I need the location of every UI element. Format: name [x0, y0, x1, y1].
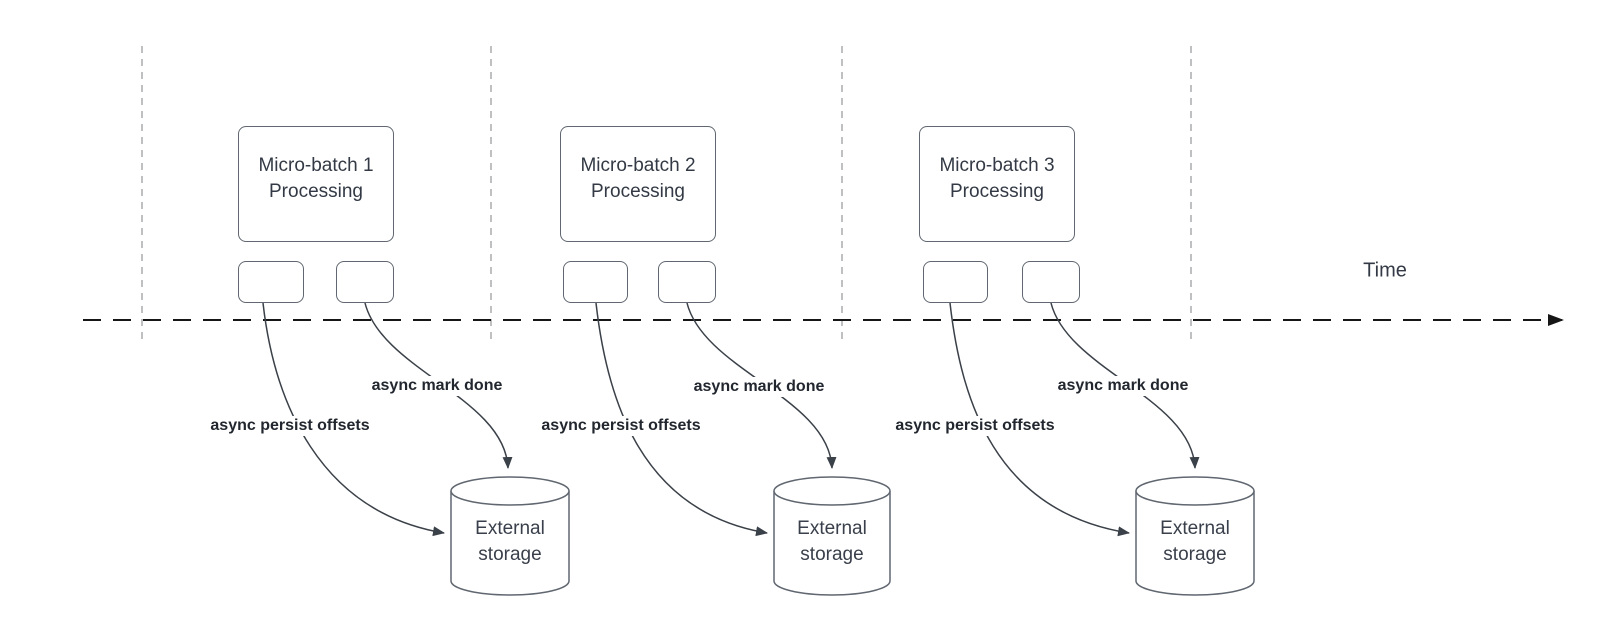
micro-batch-1-box: Micro-batch 1 Processing: [238, 126, 394, 242]
mark-done-task-box-3: [1022, 261, 1080, 303]
storage-label-line1: External: [475, 518, 545, 539]
offsets-task-box-3: [923, 261, 988, 303]
micro-batch-2-box: Micro-batch 2 Processing: [560, 126, 716, 242]
micro-batch-1-label-line1: Micro-batch 1: [258, 155, 374, 176]
persist-offsets-connector-3: [949, 302, 1130, 537]
cylinder-body: [773, 491, 891, 596]
external-storage-label-2: External storage: [797, 516, 867, 568]
storage-label-line2: storage: [478, 544, 542, 565]
storage-label-line2: storage: [1163, 544, 1227, 565]
persist-offsets-label-3: async persist offsets: [891, 416, 1059, 436]
storage-label-line2: storage: [800, 544, 864, 565]
persist-offsets-label-1: async persist offsets: [206, 416, 374, 436]
persist-offsets-connector-2: [595, 302, 768, 537]
micro-batch-3-label-line2: Processing: [950, 181, 1044, 202]
external-storage-cylinder-2: [773, 476, 891, 596]
persist-offsets-label-2: async persist offsets: [537, 416, 705, 436]
cylinder-body: [450, 491, 570, 596]
persist-offsets-connector-1: [262, 302, 445, 537]
storage-label-line1: External: [797, 518, 867, 539]
offsets-task-box-1: [238, 261, 304, 303]
micro-batch-3-label-line1: Micro-batch 3: [939, 155, 1055, 176]
external-storage-label-1: External storage: [475, 516, 545, 568]
micro-batch-3-box: Micro-batch 3 Processing: [919, 126, 1075, 242]
mark-done-label-1: async mark done: [367, 376, 507, 396]
mark-done-task-box-1: [336, 261, 394, 303]
cylinder-top: [773, 476, 891, 506]
offsets-task-box-2: [563, 261, 628, 303]
cylinder-top: [1135, 476, 1255, 506]
micro-batch-1-label-line2: Processing: [269, 181, 363, 202]
time-axis-label: Time: [1363, 259, 1407, 282]
mark-done-task-box-2: [658, 261, 716, 303]
micro-batch-2-label-line2: Processing: [591, 181, 685, 202]
cylinder-top: [450, 476, 570, 506]
cylinder-body: [1135, 491, 1255, 596]
storage-label-line1: External: [1160, 518, 1230, 539]
lane-dividers: [141, 46, 1192, 341]
mark-done-label-2: async mark done: [689, 377, 829, 397]
external-storage-label-3: External storage: [1160, 516, 1230, 568]
external-storage-cylinder-3: [1135, 476, 1255, 596]
external-storage-cylinder-1: [450, 476, 570, 596]
micro-batch-2-label-line1: Micro-batch 2: [580, 155, 696, 176]
mark-done-label-3: async mark done: [1053, 376, 1193, 396]
